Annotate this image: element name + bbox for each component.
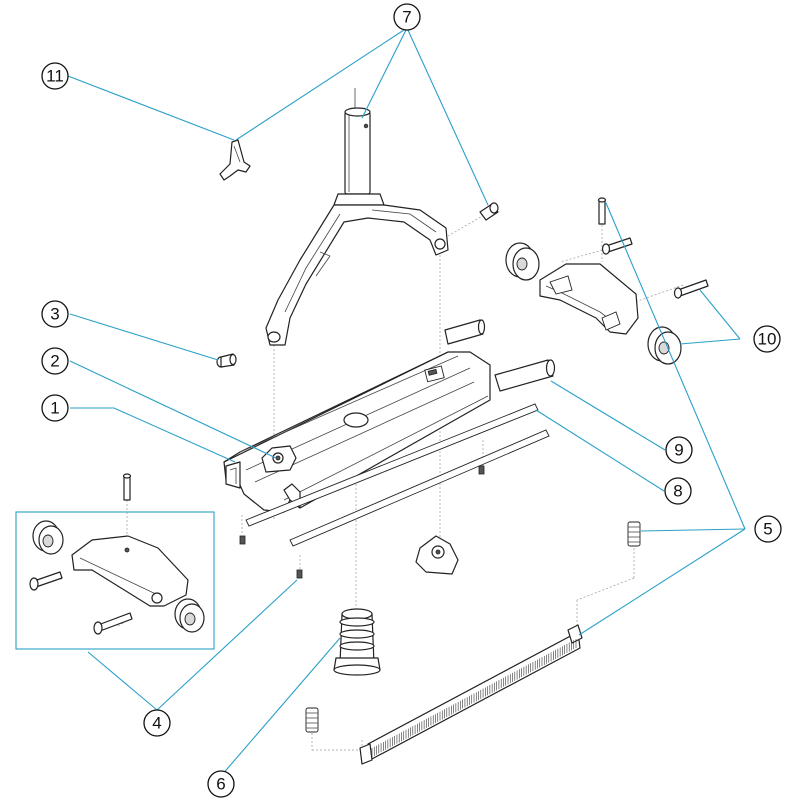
wheel-assembly-right: [505, 197, 709, 365]
callout-5-label: 5: [763, 520, 772, 539]
callout-1-label: 1: [50, 399, 59, 418]
callout-9-label: 9: [674, 441, 683, 460]
callout-6: 6: [207, 770, 235, 798]
callout-4: 4: [143, 709, 171, 737]
pin-left: [216, 353, 237, 368]
callout-8: 8: [664, 477, 692, 505]
main-body: [223, 351, 491, 513]
leader-lines: [67, 27, 746, 777]
hinge-bracket: [261, 445, 297, 473]
wheel-assembly-box: [15, 473, 215, 650]
callout-1: 1: [41, 394, 69, 422]
handle-yoke: [265, 88, 449, 346]
callout-10-label: 10: [758, 330, 777, 349]
hose-connector: [333, 608, 381, 676]
callout-9: 9: [665, 436, 693, 464]
callout-11-label: 11: [46, 67, 64, 86]
springs: [305, 521, 641, 733]
callout-8-label: 8: [673, 482, 682, 501]
axle-tubes: [444, 319, 556, 392]
clip: [219, 139, 251, 181]
callout-7-label: 7: [402, 8, 411, 27]
callout-3-label: 3: [50, 305, 59, 324]
pin-right: [479, 202, 499, 221]
callout-6-label: 6: [216, 775, 225, 794]
small-screws: [239, 465, 485, 579]
callout-11: 11: [41, 62, 69, 90]
callout-7: 7: [393, 3, 421, 31]
callout-5: 5: [754, 515, 782, 543]
callout-4-label: 4: [152, 714, 161, 733]
brush-bar: [359, 624, 583, 765]
callout-10: 10: [753, 325, 781, 353]
callout-2-label: 2: [50, 352, 59, 371]
callout-2: 2: [41, 347, 69, 375]
center-bracket: [415, 535, 459, 575]
blade-strips: [245, 403, 550, 547]
callout-3: 3: [41, 300, 69, 328]
